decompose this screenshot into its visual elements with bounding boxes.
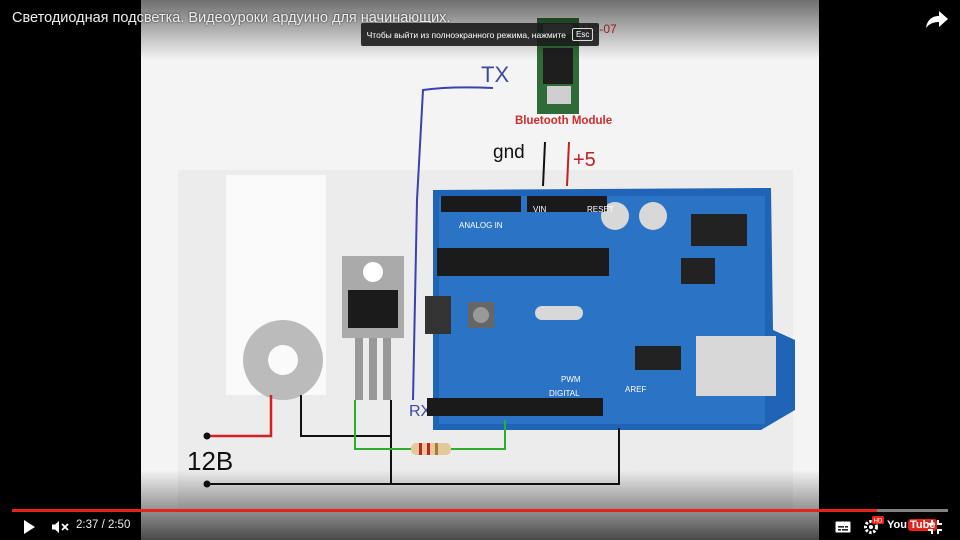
share-button[interactable] (924, 8, 950, 30)
bluetooth-label: Bluetooth Module (515, 115, 612, 127)
arduino-board (425, 188, 795, 430)
video-frame[interactable]: HC-07 Bluetooth Module TX gnd +5 RX 12B (141, 0, 819, 540)
plus5-label: +5 (573, 149, 596, 171)
fullscreen-exit-toast: Чтобы выйти из полноэкранного режима, на… (361, 23, 599, 46)
hd-badge: HD (872, 516, 884, 524)
youtube-logo-tube: Tube (907, 519, 938, 531)
aref-label: AREF (625, 385, 646, 394)
muted-volume-icon (52, 521, 69, 533)
exit-fullscreen-icon (928, 520, 942, 534)
reset-label: RESET (587, 205, 614, 214)
subtitles-icon (835, 521, 851, 533)
exit-fullscreen-button[interactable] (924, 514, 946, 540)
transistor (342, 256, 404, 400)
settings-button[interactable]: HD (860, 514, 884, 540)
arduino-schematic: HC-07 Bluetooth Module TX gnd +5 RX 12B (178, 18, 795, 510)
svg-text:HD: HD (874, 518, 883, 524)
video-title[interactable]: Светодиодная подсветка. Видеоуроки ардуи… (12, 10, 451, 26)
digital-label: DIGITAL (549, 389, 580, 398)
mute-button[interactable] (48, 514, 72, 540)
vin-label: VIN (533, 205, 547, 214)
time-display: 2:37 / 2:50 (76, 519, 131, 531)
tx-label: TX (481, 62, 509, 87)
gnd-label: gnd (493, 142, 525, 163)
gear-icon (864, 520, 878, 534)
play-icon (24, 520, 35, 534)
toast-text: Чтобы выйти из полноэкранного режима, на… (366, 29, 567, 40)
progress-played (12, 509, 877, 512)
share-icon (926, 11, 948, 28)
play-button[interactable] (16, 514, 42, 540)
esc-key: Esc (572, 28, 594, 41)
progress-bar[interactable] (12, 509, 948, 512)
rx-label: RX (409, 403, 432, 420)
volt-label: 12B (187, 446, 233, 476)
pwm-label: PWM (561, 375, 581, 384)
led-ring (243, 320, 323, 400)
youtube-logo-you: You (887, 519, 907, 531)
resistor (411, 443, 451, 455)
subtitles-button[interactable] (832, 514, 854, 540)
analog-in-label: ANALOG IN (459, 221, 503, 230)
